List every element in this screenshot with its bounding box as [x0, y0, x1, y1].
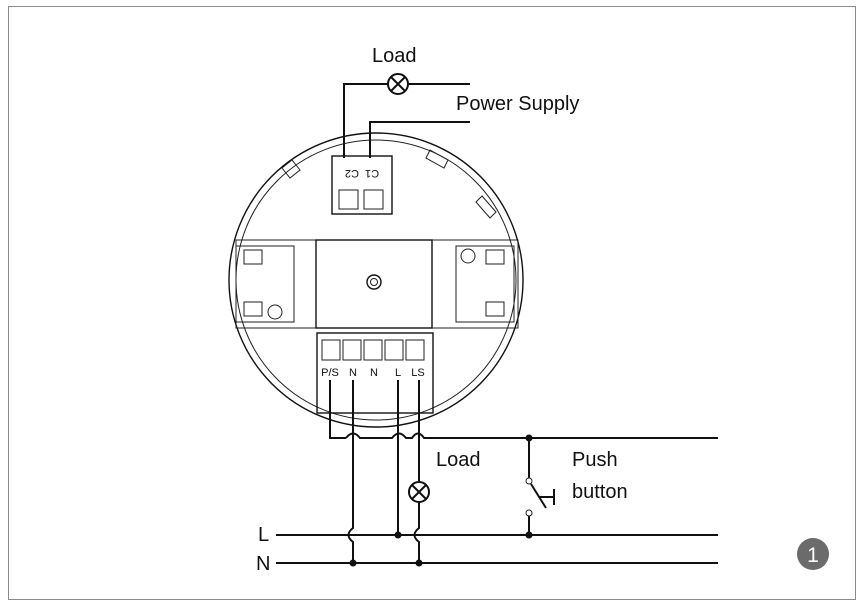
push-label: Push [572, 449, 618, 471]
right-clip-top-box [486, 250, 504, 264]
bottom-terminal-slot-1 [322, 340, 340, 360]
top-terminal-slot-2 [364, 190, 383, 209]
terminal-label-l: L [395, 367, 401, 379]
bottom-terminal-block: P/S N N L LS [317, 333, 433, 413]
bottom-terminal-slot-3 [364, 340, 382, 360]
device-center-screw-inner [371, 279, 378, 286]
top-terminal-slot-1 [339, 190, 358, 209]
top-load-label: Load [372, 45, 417, 67]
wire-ps-drop [330, 380, 346, 438]
device-rim-notch-right [426, 150, 448, 168]
top-wiring: Load Power Supply [344, 45, 579, 158]
terminal-label-c1: C1 [365, 167, 379, 179]
mid-load-label: Load [436, 449, 481, 471]
right-clip [456, 246, 514, 322]
bottom-wiring: Load Push button L N [256, 380, 718, 575]
wire-ls-lower [415, 503, 420, 563]
figure-number: 1 [807, 544, 819, 567]
button-label: button [572, 481, 628, 503]
terminal-label-n2: N [370, 367, 378, 379]
top-lamp-icon [388, 74, 408, 94]
left-clip-top-box [244, 250, 262, 264]
pb-actuator [539, 489, 554, 505]
device-center-screw-outer [367, 275, 381, 289]
line-l-label: L [258, 524, 269, 546]
top-terminal-block: C1 C2 [332, 156, 392, 214]
bottom-terminal-slot-4 [385, 340, 403, 360]
terminal-label-n1: N [349, 367, 357, 379]
pb-contact-top [526, 478, 532, 484]
power-supply-label: Power Supply [456, 93, 579, 115]
mid-lamp-icon [409, 482, 429, 502]
device-center-block [316, 240, 432, 328]
left-clip [236, 246, 294, 322]
bottom-terminal-slot-5 [406, 340, 424, 360]
figure-badge: 1 [797, 538, 829, 570]
terminal-label-ps: P/S [321, 367, 339, 379]
pb-contact-bottom [526, 510, 532, 516]
right-clip-bottom-box [486, 302, 504, 316]
right-clip-screw [461, 249, 475, 263]
terminal-label-c2: C2 [345, 167, 359, 179]
device-rim-notch-right2 [476, 196, 496, 218]
left-clip-screw [268, 305, 282, 319]
line-n-label: N [256, 553, 270, 575]
bottom-terminal-slot-2 [343, 340, 361, 360]
top-terminal-label: C1 C2 [345, 167, 379, 179]
terminal-label-ls: LS [411, 367, 424, 379]
left-clip-bottom-box [244, 302, 262, 316]
